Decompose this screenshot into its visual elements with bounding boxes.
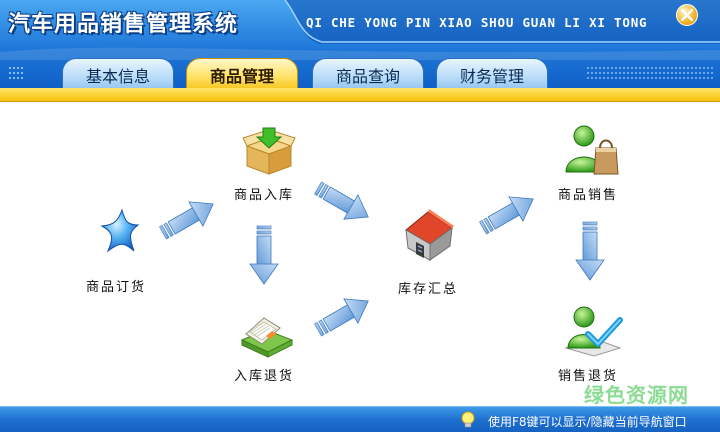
house-icon [405, 209, 454, 261]
dots-decoration-left [9, 67, 23, 79]
books-icon [240, 317, 294, 358]
stock-return-label[interactable]: 入库退货 [234, 369, 295, 384]
order-label[interactable]: 商品订货 [86, 280, 147, 295]
app-title-pinyin: QI CHE YONG PIN XIAO SHOU GUAN LI XI TON… [306, 15, 648, 30]
sales-node[interactable] [562, 122, 622, 178]
arrow-stock-in-to-return [249, 225, 279, 285]
status-bar: 使用F8键可以显示/隐藏当前导航窗口 [0, 406, 720, 432]
arrow-return-to-inventory [310, 288, 376, 343]
stock-in-node[interactable] [241, 126, 297, 176]
inventory-node[interactable] [398, 206, 460, 264]
title-bar: 汽车用品销售管理系统 QI CHE YONG PIN XIAO SHOU GUA… [0, 0, 720, 92]
sales-return-label[interactable]: 销售退货 [558, 369, 619, 384]
close-button[interactable] [676, 4, 698, 26]
tab-basic-info[interactable]: 基本信息 [62, 58, 174, 90]
star-icon [100, 208, 140, 253]
workflow-diagram: 商品订货 商品入库 入库退货 [0, 102, 720, 407]
tab-underline-bar [0, 88, 720, 102]
arrow-stock-in-to-inventory [310, 175, 376, 230]
app-title: 汽车用品销售管理系统 [8, 12, 239, 37]
tab-product-query[interactable]: 商品查询 [312, 58, 424, 90]
arrow-order-to-stock-in [155, 191, 221, 246]
lightbulb-icon [461, 411, 475, 428]
box-download-icon [242, 127, 296, 175]
stock-in-label[interactable]: 商品入库 [234, 188, 295, 203]
arrow-inventory-to-sales [475, 186, 541, 241]
sales-return-node[interactable] [562, 304, 624, 358]
header-wave-decoration [0, 0, 720, 60]
user-checkmark-icon [564, 306, 623, 357]
watermark-text: 绿色资源网 [584, 383, 689, 407]
status-text: 使用F8键可以显示/隐藏当前导航窗口 [488, 415, 687, 429]
dots-decoration-right [586, 66, 714, 80]
arrow-sales-to-sales-return [575, 221, 605, 281]
close-icon [681, 9, 693, 21]
tab-finance-management[interactable]: 财务管理 [436, 58, 548, 90]
user-shopping-bag-icon [565, 125, 619, 175]
order-node[interactable] [94, 207, 150, 259]
sales-label[interactable]: 商品销售 [558, 188, 619, 203]
stock-return-node[interactable] [236, 310, 296, 360]
tab-product-management[interactable]: 商品管理 [186, 58, 298, 90]
inventory-label[interactable]: 库存汇总 [398, 282, 459, 297]
